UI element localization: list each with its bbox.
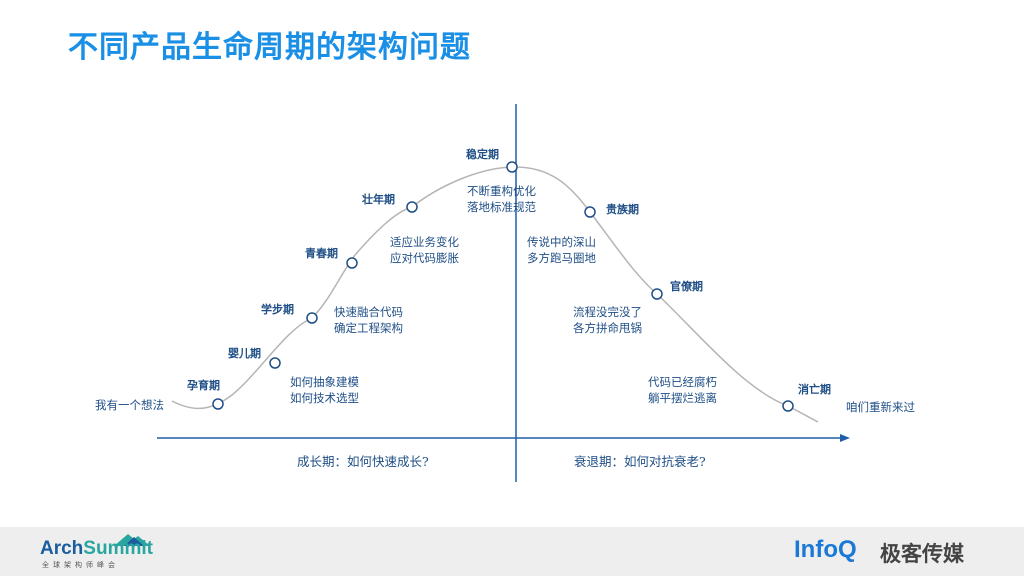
note-3-line-1: 适应业务变化 bbox=[390, 235, 459, 249]
note-3-line-2: 应对代码膨胀 bbox=[390, 251, 459, 265]
node-wending bbox=[506, 161, 518, 173]
growth-caption: 成长期：如何快速成长? bbox=[297, 454, 429, 469]
page-title: 不同产品生命周期的架构问题 bbox=[68, 30, 471, 65]
infoq-logo: InfoQ 极客传媒 bbox=[794, 536, 994, 568]
geek-media-wordmark: 极客传媒 bbox=[880, 542, 964, 566]
lifecycle-diagram: 孕育期 婴儿期 学步期 青春期 壮年期 稳定期 贵族期 官僚期 消亡期 我有一个… bbox=[95, 104, 915, 482]
stage-label-zhuangnian: 壮年期 bbox=[362, 192, 395, 206]
node-yunyu bbox=[212, 398, 224, 410]
note-1-line-1: 如何抽象建模 bbox=[290, 375, 359, 389]
archsummit-wordmark: ArchSummit bbox=[40, 538, 153, 559]
infoq-wordmark: InfoQ bbox=[794, 536, 857, 563]
note-1-line-2: 如何技术选型 bbox=[290, 391, 359, 405]
stage-label-yunyu: 孕育期 bbox=[187, 378, 220, 392]
note-5-line-2: 多方跑马圈地 bbox=[527, 251, 596, 265]
note-6-line-1: 流程没完没了 bbox=[573, 305, 642, 319]
decline-caption: 衰退期：如何对抗衰老? bbox=[574, 454, 706, 469]
stage-label-xuebu: 学步期 bbox=[261, 302, 294, 316]
node-guanliao bbox=[651, 288, 663, 300]
node-guizu bbox=[584, 206, 596, 218]
note-end: 咱们重新来过 bbox=[846, 400, 915, 414]
axis-arrow-icon bbox=[840, 434, 850, 442]
note-start: 我有一个想法 bbox=[95, 398, 164, 412]
note-7-line-1: 代码已经腐朽 bbox=[648, 375, 717, 389]
footer-bar bbox=[0, 527, 1024, 576]
stage-label-wending: 稳定期 bbox=[466, 147, 499, 161]
stage-label-yinger: 婴儿期 bbox=[228, 346, 261, 360]
note-4-line-1: 不断重构优化 bbox=[467, 184, 536, 198]
note-7-line-2: 躺平摆烂逃离 bbox=[648, 391, 717, 405]
note-6-line-2: 各方拼命甩锅 bbox=[573, 321, 642, 335]
archsummit-subtitle: 全球架构师峰会 bbox=[42, 561, 119, 569]
note-5-line-1: 传说中的深山 bbox=[527, 235, 596, 249]
node-zhuangnian bbox=[406, 201, 418, 213]
mountain-icon bbox=[114, 534, 150, 546]
node-qingchun bbox=[346, 257, 358, 269]
note-4-line-2: 落地标准规范 bbox=[467, 200, 536, 214]
stage-label-qingchun: 青春期 bbox=[305, 246, 338, 260]
node-yinger bbox=[269, 357, 281, 369]
note-2-line-2: 确定工程架构 bbox=[334, 321, 403, 335]
archsummit-logo: ArchSummit 全球架构师峰会 bbox=[40, 534, 160, 572]
note-2-line-1: 快速融合代码 bbox=[334, 305, 403, 319]
node-xiaowang bbox=[782, 400, 794, 412]
stage-label-guizu: 贵族期 bbox=[606, 202, 639, 216]
node-xuebu bbox=[306, 312, 318, 324]
stage-label-guanliao: 官僚期 bbox=[670, 279, 703, 293]
lifecycle-curve bbox=[171, 166, 819, 423]
stage-label-xiaowang: 消亡期 bbox=[798, 382, 831, 396]
